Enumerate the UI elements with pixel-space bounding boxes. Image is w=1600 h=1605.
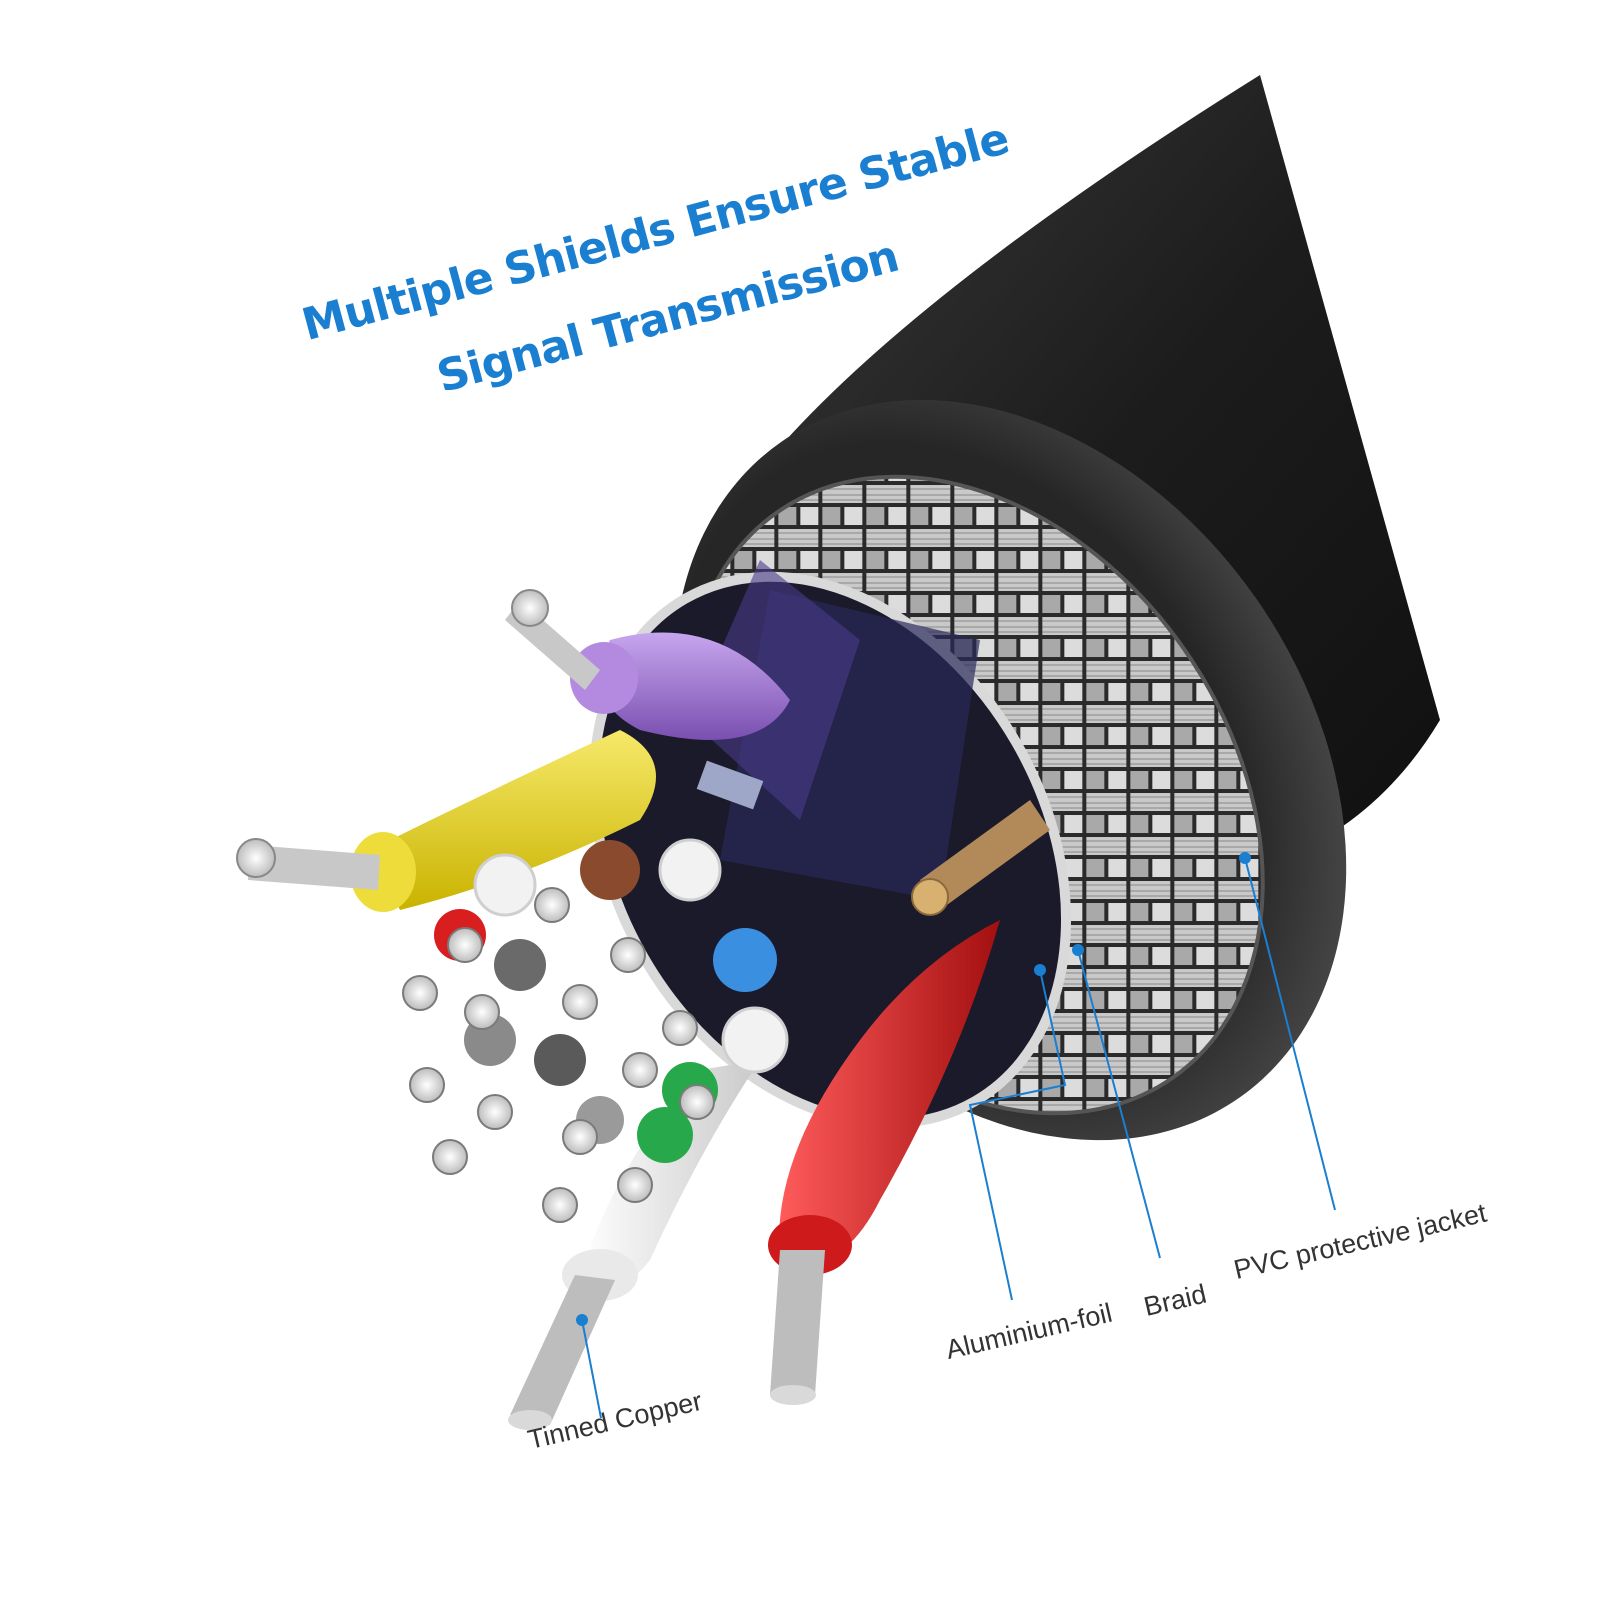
tinned-copper-leader [576,1314,602,1419]
yellow-wire [236,730,656,912]
red-wire [768,920,1000,1405]
signal-pair-bundle [402,838,789,1223]
braid-leader [1072,944,1161,1259]
white-wire [508,1060,760,1430]
purple-wire [505,589,790,740]
pvc-jacket-leader [1239,852,1336,1211]
copper-drain-wire [911,800,1050,916]
aluminium-foil-leader [968,964,1067,1301]
callout-lines [576,852,1336,1419]
